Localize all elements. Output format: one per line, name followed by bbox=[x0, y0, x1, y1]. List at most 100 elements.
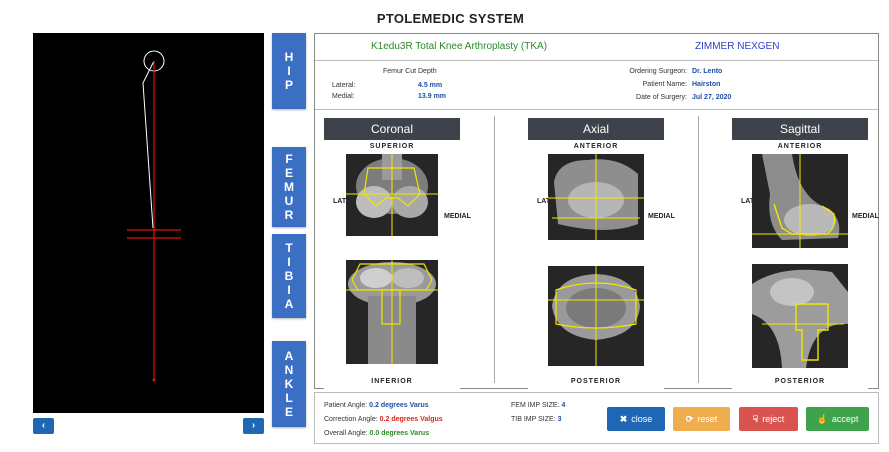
coronal-left-label: LATERAL bbox=[333, 195, 365, 208]
coronal-right-label: MEDIAL bbox=[444, 210, 471, 223]
refresh-icon: ⟳ bbox=[685, 414, 694, 424]
axial-right-label: MEDIAL bbox=[648, 210, 675, 223]
surgeon-value: Dr. Lento bbox=[692, 68, 723, 75]
leg-alignment-viewer[interactable] bbox=[33, 33, 264, 413]
letter: I bbox=[287, 283, 291, 297]
letter: T bbox=[285, 241, 293, 255]
letter: D bbox=[454, 213, 460, 220]
procedure-name: K1edu3R Total Knee Arthroplasty (TKA) bbox=[371, 41, 548, 52]
close-icon: ✖ bbox=[619, 414, 628, 424]
reset-button[interactable]: ⟳reset bbox=[673, 407, 730, 431]
sagittal-bottom-label: POSTERIOR bbox=[774, 378, 826, 385]
sagittal-right-label: MEDIAL bbox=[852, 210, 879, 223]
view-divider bbox=[494, 116, 495, 383]
letter: M bbox=[284, 180, 294, 194]
patient-angle-label: Patient Angle: bbox=[324, 402, 368, 409]
thumbs-up-icon: ☝ bbox=[816, 414, 828, 424]
overall-angle-label: Overall Angle: bbox=[324, 430, 368, 437]
sagittal-tibia-scan bbox=[752, 264, 848, 368]
letter: K bbox=[284, 377, 294, 391]
close-button[interactable]: ✖close bbox=[607, 407, 665, 431]
tib-imp-size-value: 3 bbox=[557, 416, 562, 423]
letter: M bbox=[852, 213, 858, 220]
letter: E bbox=[284, 166, 293, 180]
letter: I bbox=[287, 64, 291, 78]
axial-top-label: ANTERIOR bbox=[573, 143, 619, 150]
letter: L bbox=[741, 198, 746, 205]
letter: I bbox=[867, 213, 870, 220]
alignment-summary: Patient Angle: 0.2 degrees Varus Correct… bbox=[314, 392, 879, 444]
case-info: Femur Cut Depth Lateral: 4.5 mm Medial: … bbox=[315, 61, 878, 110]
letter: B bbox=[284, 269, 294, 283]
letter: T bbox=[341, 198, 347, 205]
coronal-view[interactable]: Coronal SUPERIOR INFERIOR LATERAL MEDIAL bbox=[324, 118, 471, 389]
letter: L bbox=[670, 213, 675, 220]
coronal-caption: Coronal bbox=[370, 122, 414, 136]
letter: D bbox=[658, 213, 664, 220]
letter: A bbox=[665, 213, 671, 220]
view-divider bbox=[698, 116, 699, 383]
sagittal-left-label: LATERAL bbox=[741, 195, 773, 208]
axial-tibia-scan bbox=[548, 266, 644, 366]
letter: A bbox=[869, 213, 875, 220]
sagittal-view[interactable]: Sagittal ANTERIOR POSTERIOR LATERAL MEDI… bbox=[732, 118, 879, 389]
patient-label: Patient Name: bbox=[642, 81, 687, 88]
axial-view[interactable]: Axial ANTERIOR POSTERIOR LATERAL MEDIAL bbox=[528, 118, 675, 389]
fem-imp-size-value: 4 bbox=[561, 402, 566, 409]
axial-bottom-label: POSTERIOR bbox=[570, 378, 622, 385]
letter: E bbox=[857, 213, 863, 220]
fem-imp-size-label: FEM IMP SIZE: bbox=[511, 402, 560, 409]
letter: F bbox=[285, 152, 293, 166]
surgeon-label: Ordering Surgeon: bbox=[629, 68, 687, 75]
letter: A bbox=[337, 198, 342, 205]
sagittal-femur-scan bbox=[752, 154, 848, 248]
medial-value: 13.9 mm bbox=[418, 93, 447, 100]
lateral-label: Lateral: bbox=[332, 82, 356, 89]
letter: L bbox=[285, 391, 293, 405]
letter: P bbox=[284, 78, 293, 92]
letter: R bbox=[284, 208, 294, 222]
letter: A bbox=[284, 297, 294, 311]
letter: L bbox=[333, 198, 338, 205]
overall-angle-value: 0.0 degrees Varus bbox=[369, 430, 430, 437]
accept-button[interactable]: ☝accept bbox=[806, 407, 869, 431]
letter: D bbox=[862, 213, 868, 220]
letter: A bbox=[745, 198, 750, 205]
ankle-center-marker bbox=[152, 378, 156, 382]
letter: L bbox=[537, 198, 542, 205]
coronal-bottom-label: INFERIOR bbox=[371, 378, 413, 385]
cut-depth-title: Femur Cut Depth bbox=[383, 68, 437, 75]
coronal-top-label: SUPERIOR bbox=[369, 143, 415, 150]
app-title: PTOLEMEDIC SYSTEM bbox=[376, 11, 525, 26]
letter: L bbox=[874, 213, 879, 220]
letter: E bbox=[284, 405, 293, 419]
axial-caption: Axial bbox=[582, 122, 609, 136]
letter: A bbox=[541, 198, 546, 205]
mechanical-axis-overlay bbox=[127, 50, 181, 382]
patient-value: Hairston bbox=[692, 81, 721, 88]
letter: I bbox=[287, 255, 291, 269]
reject-button[interactable]: ☟reject bbox=[739, 407, 798, 431]
prev-button[interactable]: ‹ bbox=[33, 418, 54, 434]
sagittal-caption: Sagittal bbox=[779, 122, 821, 136]
letter: I bbox=[459, 213, 462, 220]
letter: I bbox=[663, 213, 666, 220]
coronal-femur-scan bbox=[346, 154, 438, 236]
next-button[interactable]: › bbox=[243, 418, 264, 434]
sagittal-top-label: ANTERIOR bbox=[777, 143, 823, 150]
correction-angle-label: Correction Angle: bbox=[324, 416, 378, 423]
lateral-value: 4.5 mm bbox=[418, 82, 443, 89]
axial-femur-scan bbox=[548, 154, 644, 240]
letter: A bbox=[461, 213, 467, 220]
letter: M bbox=[648, 213, 654, 220]
correction-angle-value: 0.2 degrees Valgus bbox=[379, 416, 443, 423]
axial-left-label: LATERAL bbox=[537, 195, 569, 208]
letter: T bbox=[749, 198, 755, 205]
letter: M bbox=[444, 213, 450, 220]
coronal-tibia-scan bbox=[346, 260, 438, 364]
patient-angle-value: 0.2 degrees Varus bbox=[369, 402, 429, 409]
